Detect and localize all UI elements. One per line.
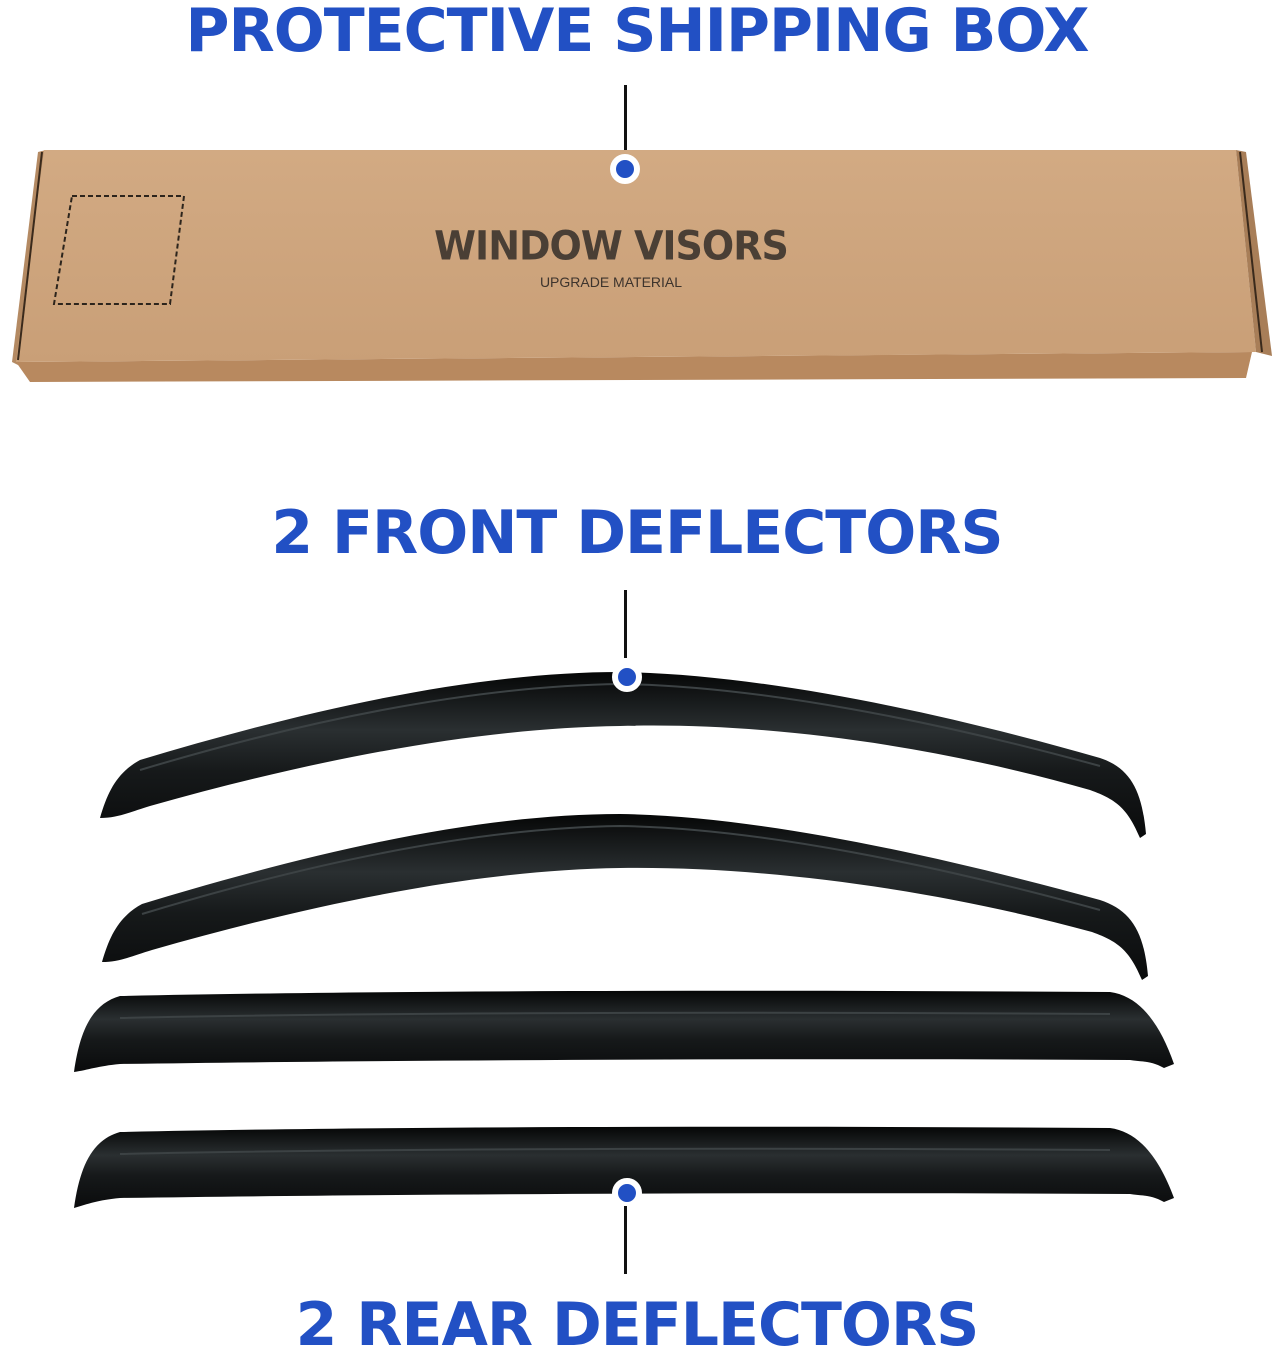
rear-leader-line <box>624 1206 627 1274</box>
box-dashed-label-area <box>52 195 186 305</box>
shipping-box-image <box>12 150 1272 382</box>
rear-callout-dot <box>612 1178 642 1208</box>
front-leader-line <box>624 590 627 658</box>
rear-deflector-2 <box>74 1126 1174 1208</box>
box-callout-dot <box>610 154 640 184</box>
rear-deflector-1 <box>74 990 1174 1072</box>
box-leader-line <box>624 85 627 157</box>
rear-deflectors-heading: 2 REAR DEFLECTORS <box>295 1290 980 1360</box>
front-deflector-1 <box>100 672 1146 838</box>
box-print-title: WINDOW VISORS <box>434 222 789 270</box>
front-deflector-2 <box>102 814 1148 980</box>
front-callout-dot <box>612 662 642 692</box>
box-print-subtitle: UPGRADE MATERIAL <box>539 274 683 290</box>
shipping-box-heading: PROTECTIVE SHIPPING BOX <box>185 0 1090 66</box>
box-top-face <box>16 150 1256 362</box>
front-deflectors-heading: 2 FRONT DEFLECTORS <box>271 498 1003 568</box>
